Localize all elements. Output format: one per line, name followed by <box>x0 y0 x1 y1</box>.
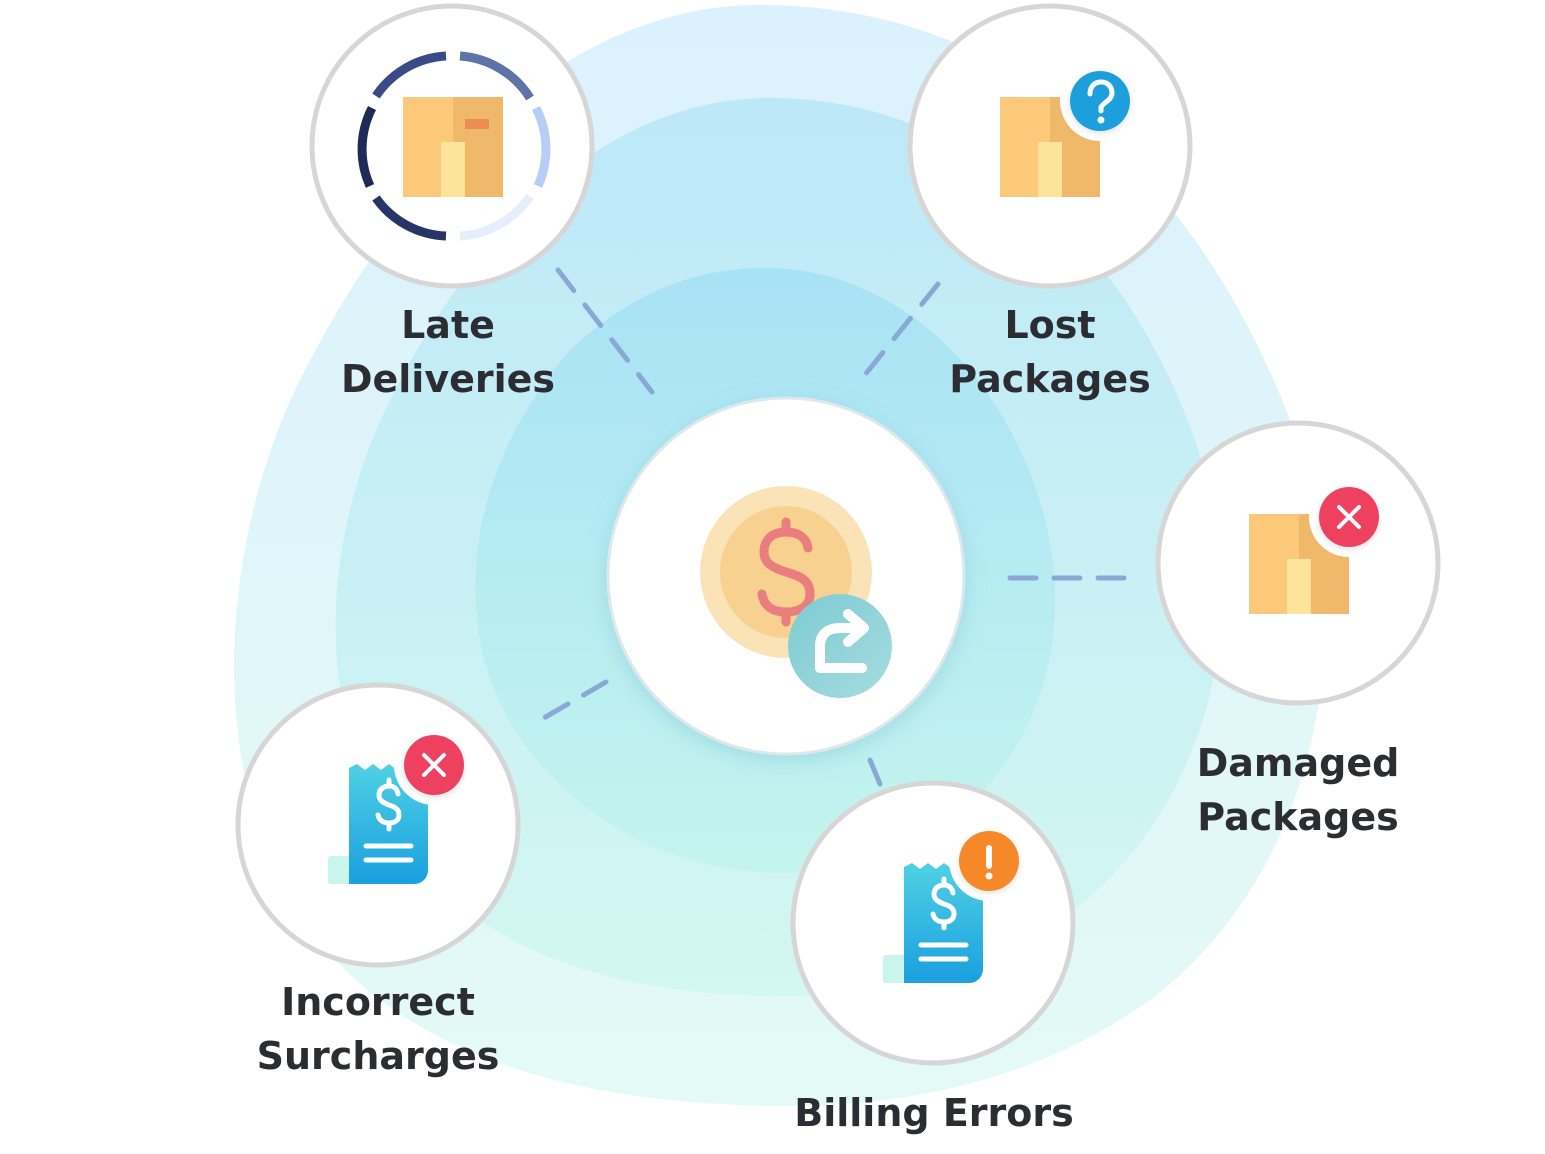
connector-lines <box>527 267 1131 787</box>
center-node <box>606 396 966 756</box>
label-damaged-packages-line-1: Damaged <box>1196 741 1400 785</box>
label-billing-errors: Billing Errors <box>734 1086 1134 1140</box>
node-late-deliveries <box>309 3 595 289</box>
label-incorrect-surcharges-line-1: Incorrect <box>281 980 475 1024</box>
receipt-x-icon <box>328 725 474 884</box>
label-lost-packages: Lost Packages <box>900 298 1200 406</box>
connector-incorrect <box>527 679 609 729</box>
box-question-icon <box>1000 61 1140 197</box>
label-billing-errors-line-1: Billing Errors <box>794 1091 1074 1135</box>
connector-late <box>555 267 655 395</box>
label-lost-packages-line-2: Packages <box>949 357 1151 401</box>
label-damaged-packages-line-2: Packages <box>1197 795 1399 839</box>
label-incorrect-surcharges-line-2: Surcharges <box>256 1034 500 1078</box>
label-lost-packages-line-1: Lost <box>1004 303 1096 347</box>
node-damaged-packages <box>1155 420 1441 706</box>
connector-lost <box>861 281 941 379</box>
box-clock-icon <box>357 51 551 241</box>
label-late-deliveries: Late Deliveries <box>298 298 598 406</box>
node-lost-packages <box>907 3 1193 289</box>
refund-coin-icon <box>700 486 892 698</box>
label-incorrect-surcharges: Incorrect Surcharges <box>228 975 528 1083</box>
label-late-deliveries-line-1: Late <box>401 303 495 347</box>
box-x-icon <box>1249 477 1389 614</box>
receipt-exclamation-icon <box>883 821 1029 983</box>
connector-billing <box>867 757 883 787</box>
label-damaged-packages: Damaged Packages <box>1148 736 1448 844</box>
node-incorrect-surcharges <box>235 682 521 968</box>
node-billing-errors <box>790 780 1076 1066</box>
label-late-deliveries-line-2: Deliveries <box>340 357 556 401</box>
